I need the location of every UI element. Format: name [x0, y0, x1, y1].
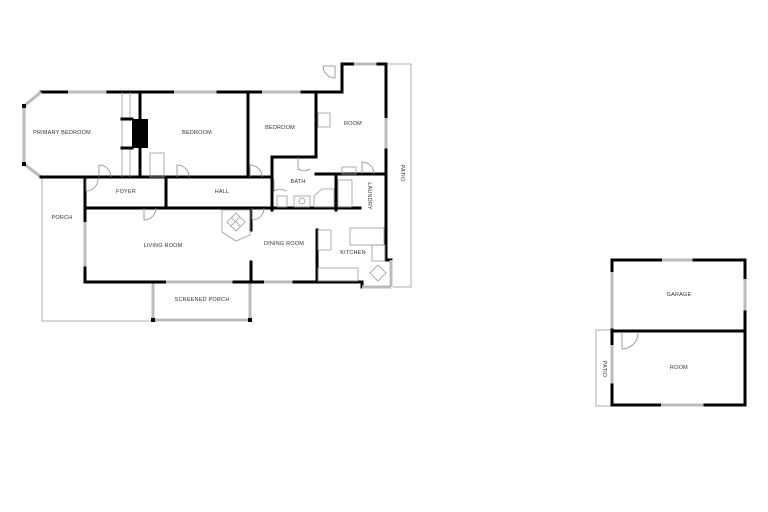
- room-label-foyer: FOYER: [116, 189, 136, 195]
- room-label-room-2: ROOM: [670, 365, 688, 371]
- doors: [85, 65, 375, 221]
- room-label-bedroom-2: BEDROOM: [265, 125, 295, 131]
- room-label-hall: HALL: [215, 189, 230, 195]
- porch-outline: [41, 178, 152, 322]
- room-label-laundry: LAUNDRY: [366, 182, 372, 210]
- room-label-patio-2: PATIO: [601, 361, 607, 378]
- room-label-room-1: ROOM: [344, 121, 362, 127]
- fixtures: [149, 112, 387, 282]
- room-label-bath: BATH: [290, 179, 305, 185]
- room-label-primary-bedroom: PRIMARY BEDROOM: [33, 130, 91, 136]
- room-label-living-room: LIVING ROOM: [144, 243, 183, 249]
- room-labels: PRIMARY BEDROOM BEDROOM BEDROOM ROOM FOY…: [33, 121, 691, 378]
- patio-outline: [388, 63, 412, 288]
- room-label-garage: GARAGE: [667, 292, 692, 298]
- room-label-screened-porch: SCREENED PORCH: [175, 297, 230, 303]
- main-house-walls: [22, 62, 393, 289]
- room-label-dining-room: DINING ROOM: [264, 241, 304, 247]
- room-label-porch: PORCH: [52, 215, 73, 221]
- detached-building-walls: [595, 258, 747, 407]
- room-label-bedroom-1: BEDROOM: [182, 130, 212, 136]
- room-label-kitchen: KITCHEN: [340, 250, 366, 256]
- fireplace-icon: [221, 209, 251, 242]
- screened-porch-outline: [151, 283, 252, 322]
- room-label-patio-1: PATIO: [399, 165, 405, 182]
